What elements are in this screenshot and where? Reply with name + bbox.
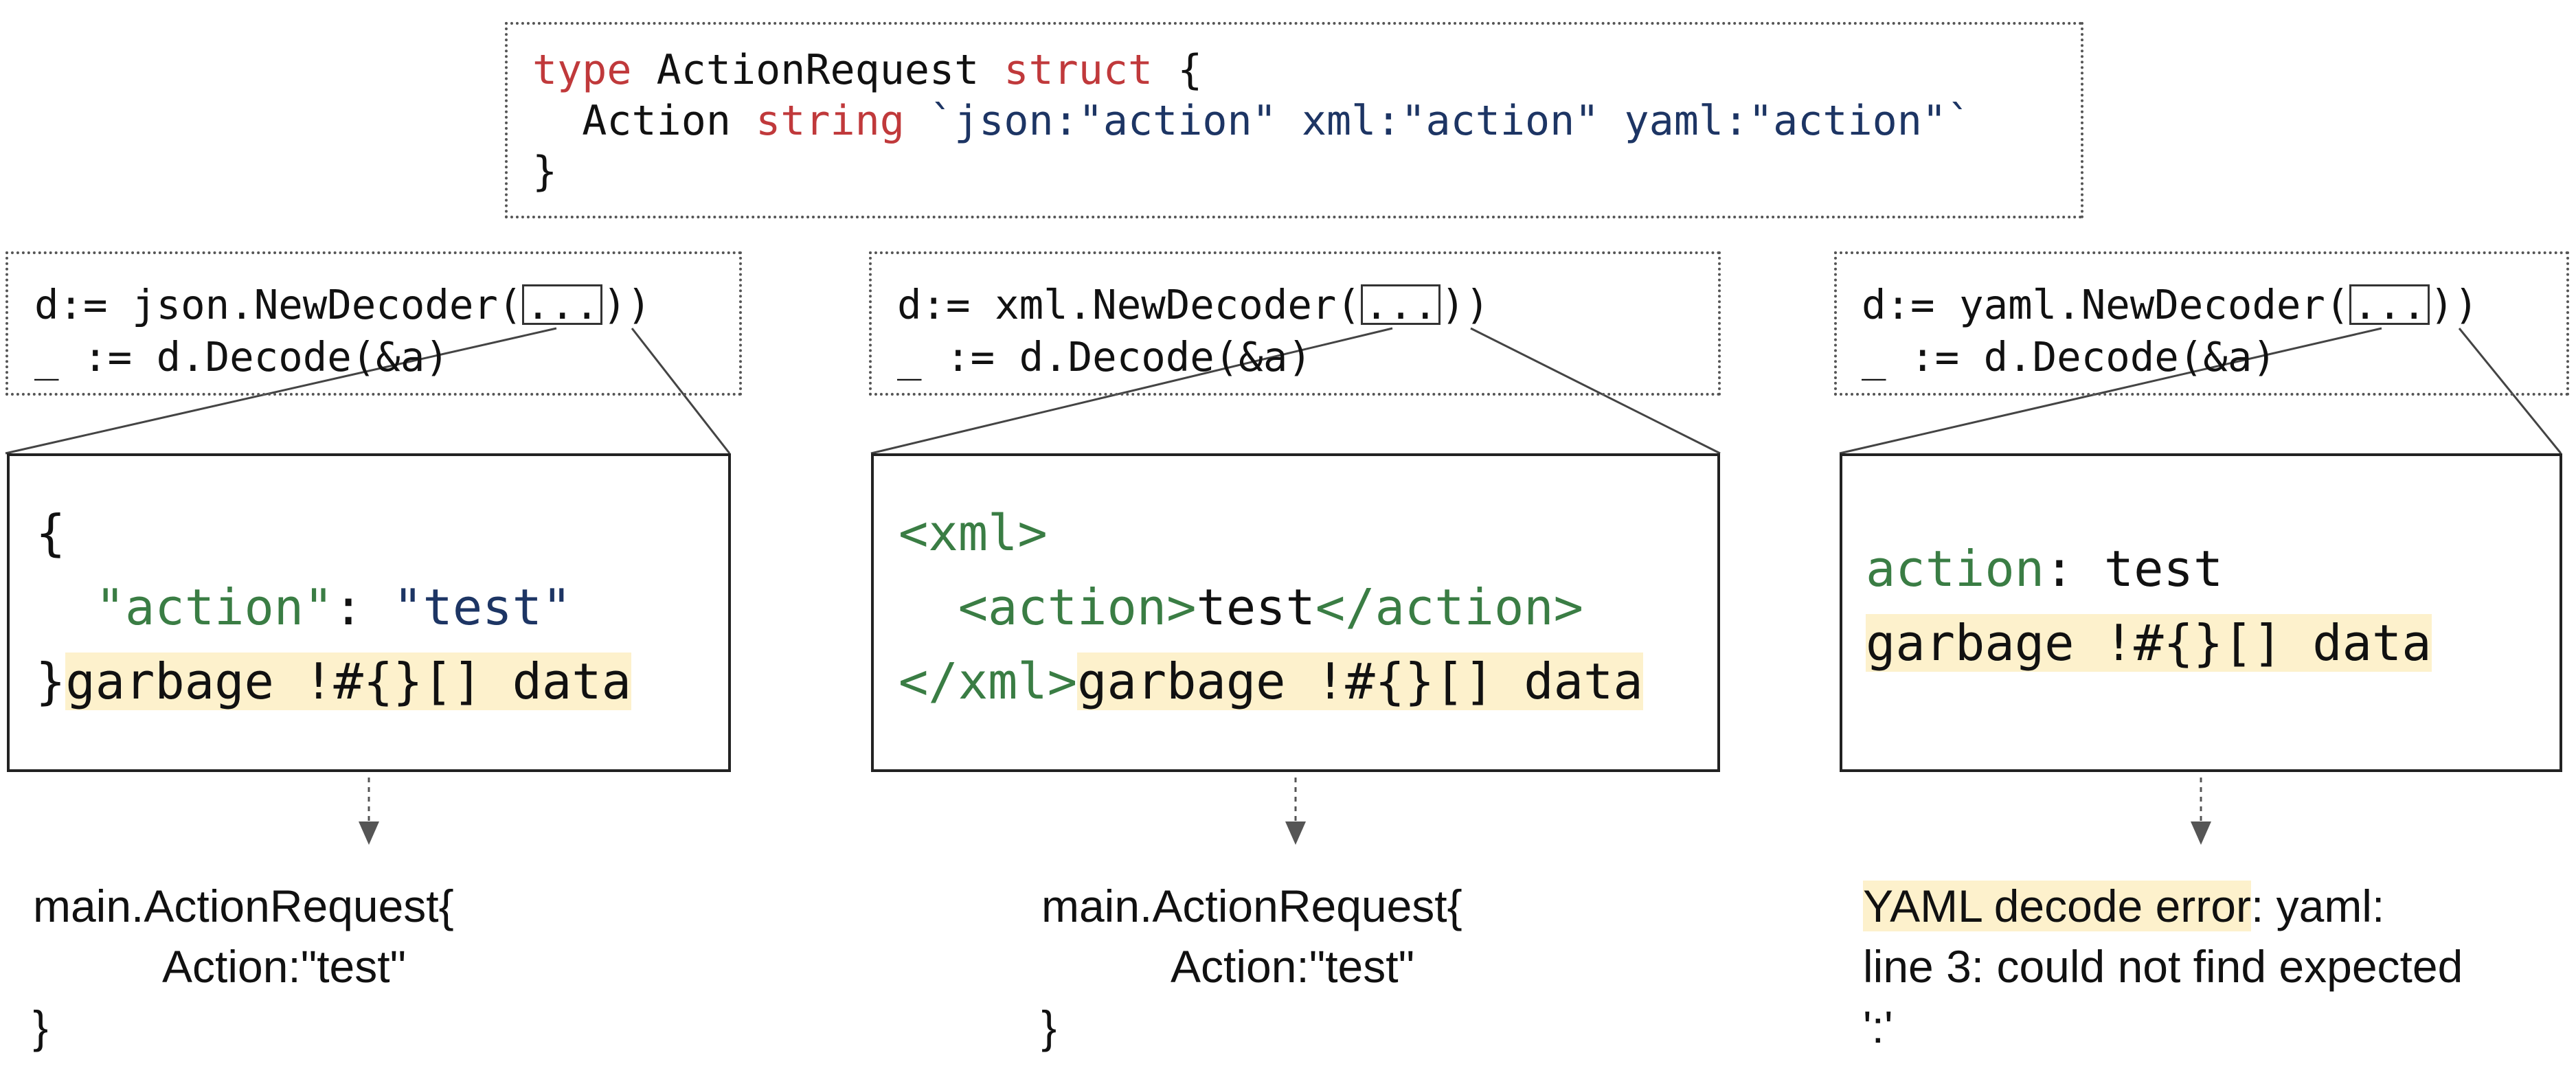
- json-colon: :: [333, 578, 394, 636]
- xml-decode-line: _ := d.Decode(&a): [897, 337, 1312, 377]
- arrow-json: [359, 778, 379, 845]
- yaml-value: : test: [2044, 540, 2224, 598]
- xml-decoder-call: d:= xml.NewDecoder(: [897, 281, 1361, 328]
- xml-action-open: <action>: [958, 578, 1197, 636]
- json-decoder-close: )): [602, 281, 652, 328]
- xml-input-line-3: </xml>garbage !#{}[] data: [899, 653, 1643, 710]
- arrow-xml: [1285, 778, 1306, 845]
- xml-input-line-1: <xml>: [899, 508, 1048, 558]
- json-result-line-1: main.ActionRequest{: [33, 881, 454, 931]
- yaml-reader-placeholder: ...: [2349, 284, 2430, 326]
- json-value: "test": [393, 578, 572, 636]
- xml-decoder-box: [869, 251, 1721, 396]
- json-decoder-call: d:= json.NewDecoder(: [34, 281, 523, 328]
- open-brace: {: [1153, 46, 1203, 94]
- xml-input-box: [871, 453, 1720, 772]
- zoom-line-right-json: [631, 328, 731, 454]
- keyword-struct: struct: [1004, 46, 1153, 94]
- struct-name: ActionRequest: [631, 46, 1004, 94]
- xml-decode-call: _ := d.Decode(&a): [897, 333, 1312, 381]
- yaml-garbage-data: garbage !#{}[] data: [1866, 614, 2432, 672]
- yaml-result-line-1: YAML decode error: yaml:: [1863, 881, 2385, 931]
- yaml-error-prefix: : yaml:: [2250, 881, 2385, 931]
- json-decoder-box: [5, 251, 742, 396]
- xml-action-close: </action>: [1315, 578, 1584, 636]
- xml-action-text: test: [1196, 578, 1315, 636]
- zoom-line-right-xml: [1470, 327, 1721, 455]
- json-reader-placeholder: ...: [522, 284, 602, 326]
- json-input-line-1: {: [36, 508, 65, 558]
- json-input-box: [7, 453, 731, 772]
- json-input-line-3: }garbage !#{}[] data: [36, 653, 631, 710]
- struct-line-3: }: [532, 151, 557, 192]
- json-garbage-data: garbage !#{}[] data: [65, 653, 631, 710]
- yaml-key: action: [1866, 540, 2045, 598]
- json-decode-call: _ := d.Decode(&a): [34, 333, 449, 381]
- yaml-input-box: [1840, 453, 2562, 772]
- xml-result-line-1: main.ActionRequest{: [1041, 881, 1462, 931]
- struct-definition-box: [505, 22, 2083, 218]
- indent: [36, 578, 95, 636]
- json-open-brace: {: [36, 504, 66, 562]
- json-input-line-2: "action": "test": [36, 582, 572, 632]
- yaml-result-line-3: ':': [1863, 1001, 1893, 1052]
- xml-decoder-close: )): [1440, 281, 1490, 328]
- zoom-line-right-yaml: [2458, 328, 2562, 454]
- json-decode-line: _ := d.Decode(&a): [34, 337, 449, 377]
- yaml-decoder-close: )): [2430, 281, 2479, 328]
- xml-reader-placeholder: ...: [1360, 284, 1441, 326]
- indent: [899, 578, 958, 636]
- indent: [532, 97, 582, 145]
- close-brace: }: [532, 148, 558, 196]
- struct-line-2: Action string `json:"action" xml:"action…: [532, 100, 1971, 141]
- json-key: "action": [95, 578, 334, 636]
- json-result-line-3: }: [33, 1001, 49, 1052]
- yaml-decode-line: _ := d.Decode(&a): [1862, 337, 2276, 377]
- yaml-decoder-call: d:= yaml.NewDecoder(: [1862, 281, 2350, 328]
- xml-input-line-2: <action>test</action>: [899, 582, 1583, 632]
- field-type: string: [756, 97, 905, 145]
- zoom-line-left-json: [5, 327, 557, 455]
- zoom-line-left-xml: [870, 327, 1393, 455]
- struct-line-1: type ActionRequest struct {: [532, 49, 1202, 91]
- xml-garbage-data: garbage !#{}[] data: [1077, 653, 1643, 710]
- arrow-yaml: [2191, 778, 2211, 845]
- json-decoder-line-1: d:= json.NewDecoder(...)): [34, 281, 652, 328]
- xml-result-line-3: }: [1041, 1001, 1057, 1052]
- json-result-line-2: Action:"test": [162, 941, 407, 992]
- xml-result-line-2: Action:"test": [1171, 941, 1415, 992]
- yaml-input-line-2: garbage !#{}[] data: [1866, 614, 2432, 672]
- yaml-error-highlight: YAML decode error: [1863, 881, 2251, 931]
- yaml-decoder-box: [1834, 251, 2569, 396]
- field-name: Action: [582, 97, 756, 145]
- keyword-type: type: [532, 46, 632, 94]
- json-close-brace: }: [36, 653, 66, 710]
- yaml-decode-call: _ := d.Decode(&a): [1862, 333, 2276, 381]
- struct-tags: `json:"action" xml:"action" yaml:"action…: [929, 97, 1972, 145]
- zoom-line-left-yaml: [1839, 327, 2382, 455]
- xml-root-open: <xml>: [899, 504, 1048, 562]
- yaml-input-line-1: action: test: [1866, 544, 2223, 593]
- yaml-decoder-line-1: d:= yaml.NewDecoder(...)): [1862, 281, 2479, 328]
- xml-decoder-line-1: d:= xml.NewDecoder(...)): [897, 281, 1490, 328]
- spacer: [905, 97, 929, 145]
- xml-root-close: </xml>: [899, 653, 1078, 710]
- yaml-result-line-2: line 3: could not find expected: [1863, 941, 2463, 992]
